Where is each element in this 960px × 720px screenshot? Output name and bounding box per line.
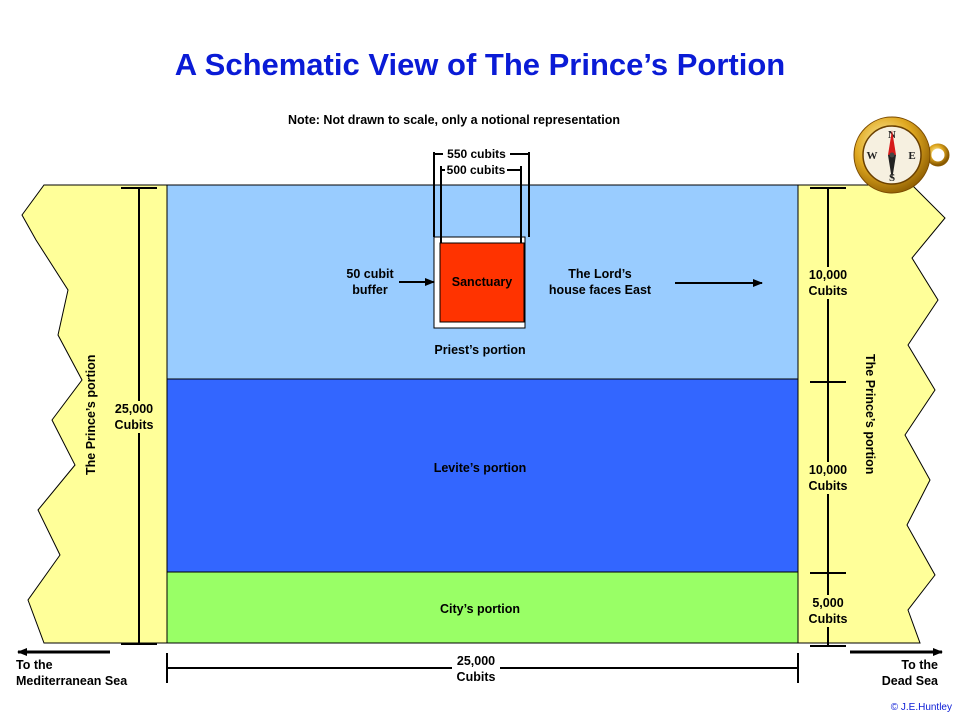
west-direction-line2: Mediterranean Sea [16,674,128,688]
east-direction-line1: To the [901,658,938,672]
sanctuary-label: Sanctuary [451,275,513,289]
west-direction-line1: To the [16,658,53,672]
sanctuary-block [439,242,525,323]
levites-portion-region [166,378,799,573]
priests-height-unit: Cubits [803,283,853,299]
levites-height-unit: Cubits [803,478,853,494]
total-width-dimension-line [166,653,799,683]
buffer-label-line1: 50 cubit [346,267,394,281]
city-portion-label: City’s portion [439,602,521,616]
city-portion-region [166,571,799,644]
inner-width-label: 500 cubits [446,163,506,177]
svg-text:W: W [867,150,878,162]
total-width-value: 25,000 [456,654,496,668]
levites-portion-label: Levite’s portion [433,461,527,475]
page-title: A Schematic View of The Prince’s Portion [174,47,786,82]
sanctuary-width-brackets [433,152,530,243]
total-height-value: 25,000 [108,401,160,417]
faces-east-line2: house faces East [548,283,652,297]
compass-icon: N S W E [853,116,950,194]
copyright-label: © J.E.Huntley [890,702,952,713]
outer-width-label: 550 cubits [447,147,506,161]
levites-height-value: 10,000 [803,462,853,478]
city-height-value: 5,000 [803,595,853,611]
city-height-unit: Cubits [803,611,853,627]
svg-text:E: E [908,150,915,162]
priests-portion-label: Priest’s portion [434,343,526,357]
scale-note: Note: Not drawn to scale, only a notiona… [288,113,620,127]
princes-portion-right-label: The Prince’s portion [863,354,877,475]
total-width-unit: Cubits [456,670,496,684]
princes-portion-right-region [797,184,946,644]
buffer-label-line2: buffer [352,283,388,297]
princes-portion-left-label: The Prince’s portion [84,354,98,475]
east-direction-line2: Dead Sea [881,674,938,688]
segment-height-dimension-line [810,187,846,647]
faces-east-line1: The Lord’s [568,267,632,281]
total-height-unit: Cubits [108,417,160,433]
priests-height-value: 10,000 [803,267,853,283]
